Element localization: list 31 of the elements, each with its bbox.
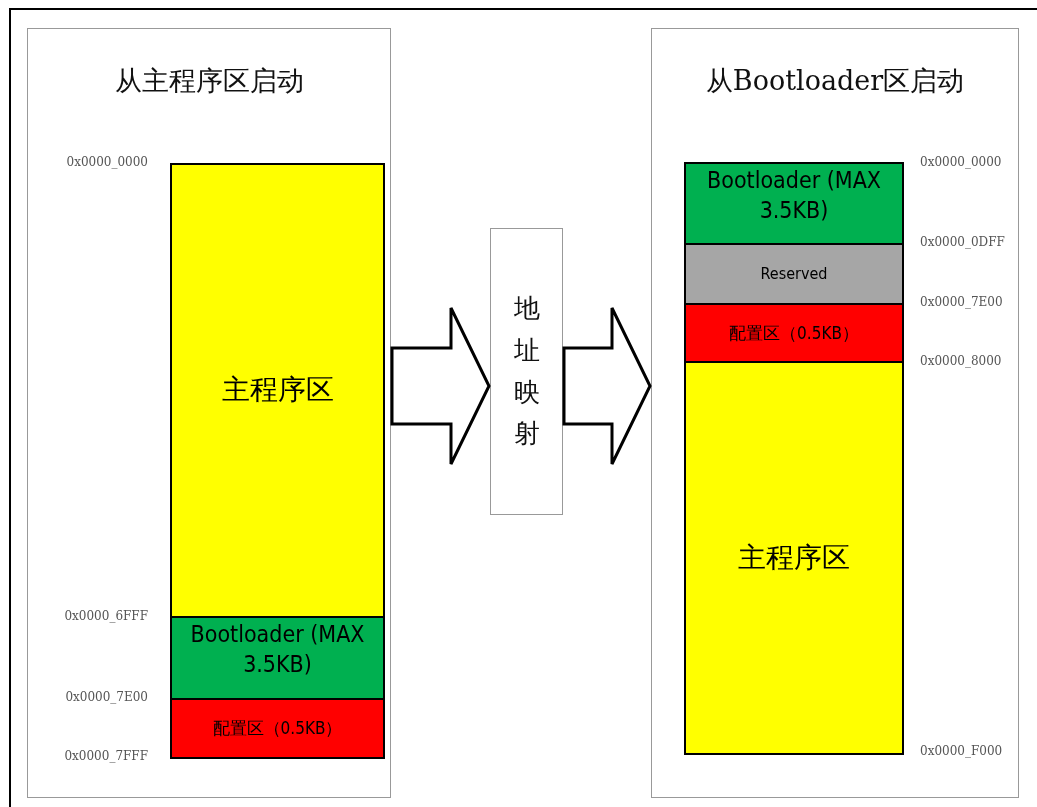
- region-label: 配置区（0.5KB）: [729, 321, 859, 345]
- address-label: 0x0000_7E00: [920, 295, 1003, 309]
- address-label: 0x0000_8000: [920, 354, 1002, 368]
- memory-region: [684, 243, 904, 305]
- region-label: 主程序区: [738, 539, 850, 576]
- mapping-box: [490, 228, 563, 515]
- region-label: 配置区（0.5KB）: [212, 717, 343, 740]
- memory-region: [170, 698, 385, 759]
- address-label: 0x0000_0DFF: [920, 235, 1005, 249]
- memory-map-panel: [651, 28, 1019, 798]
- memory-map-panel: [27, 28, 391, 798]
- region-label: Bootloader (MAX 3.5KB): [706, 166, 882, 225]
- address-label: 0x0000_0000: [920, 155, 1002, 169]
- address-label: 0x0000_6FFF: [64, 609, 148, 623]
- region-label: 主程序区: [221, 372, 334, 409]
- block-arrow: [390, 306, 491, 466]
- address-label: 0x0000_F000: [920, 744, 1003, 758]
- block-arrow: [562, 306, 652, 466]
- region-label: Reserved: [760, 263, 828, 285]
- panel-title: 从主程序区启动: [113, 64, 305, 98]
- region-label: Bootloader (MAX 3.5KB): [189, 620, 366, 679]
- memory-region: [170, 616, 385, 700]
- panel-title: 从Bootloader区启动: [704, 64, 966, 98]
- address-label: 0x0000_0000: [66, 155, 148, 169]
- memory-region: [170, 163, 385, 618]
- memory-region: [684, 361, 904, 755]
- memory-region: [684, 162, 904, 245]
- address-label: 0x0000_7FFF: [64, 749, 148, 763]
- address-label: 0x0000_7E00: [65, 690, 148, 704]
- memory-region: [684, 303, 904, 363]
- mapping-label: 地址映射: [513, 292, 540, 451]
